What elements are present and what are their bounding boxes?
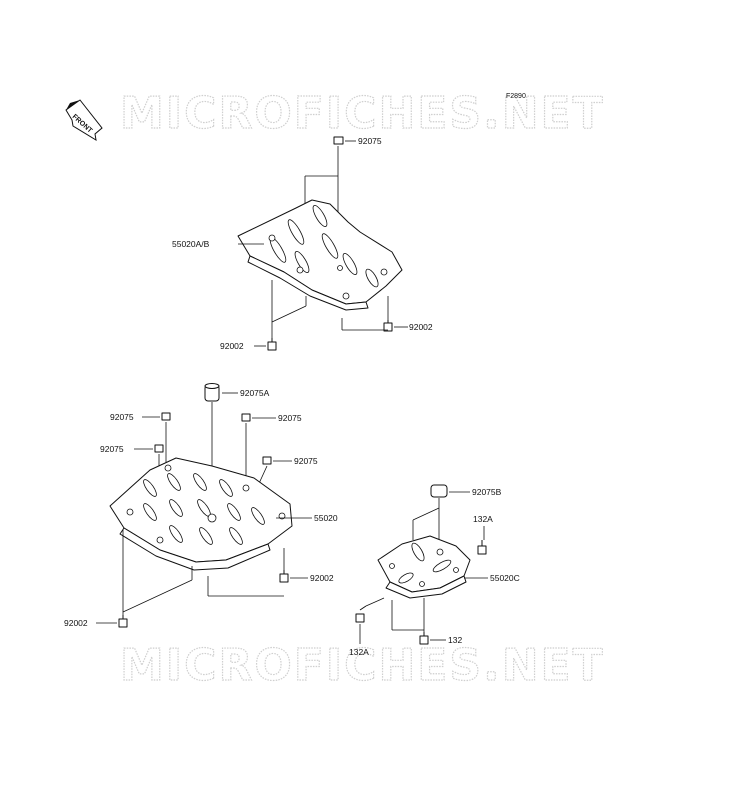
middle-skid-plate-assembly: 92075A 92075 92075 92075 92075 [64,383,338,628]
small-skid-plate-assembly: 92075B 132A 55020C [349,484,520,657]
label-mid-plate: 55020 [314,513,338,523]
mid-bolt-left-icon [118,615,128,628]
label-small-bolt-left: 132A [349,647,369,657]
mid-collar-icon [204,383,220,402]
mid-nut-b-icon [241,413,251,422]
upper-bolt-left-icon [267,338,277,351]
label-mid-bolt-right: 92002 [310,573,334,583]
small-bolt-bottom-icon [419,632,429,645]
mid-nut-d-icon [262,456,272,465]
label-small-plate: 55020C [490,573,520,583]
label-upper-bolt-left: 92002 [220,341,244,351]
label-upper-bolt-right: 92002 [409,322,433,332]
label-small-collar: 92075B [472,487,502,497]
mid-skid-plate [109,457,293,571]
label-upper-plate: 55020A/B [172,239,210,249]
label-upper-nut: 92075 [358,136,382,146]
watermark-top: MICROFICHES.NET [120,88,605,139]
small-skid-plate [377,535,471,599]
mid-nut-c-icon [154,444,164,453]
label-mid-nut-a: 92075 [110,412,134,422]
label-mid-collar: 92075A [240,388,270,398]
upper-skid-plate [237,199,403,311]
label-small-bolt-top: 132A [473,514,493,524]
label-mid-nut-b: 92075 [278,413,302,423]
small-bolt-top-icon [477,540,487,555]
watermark-bottom: MICROFICHES.NET [120,640,605,691]
small-bolt-left-icon [355,605,367,623]
small-collar-icon [430,484,448,498]
label-mid-nut-d: 92075 [294,456,318,466]
upper-nut-icon [333,136,344,145]
diagram-code: F2890 [506,93,526,100]
label-small-bolt-bottom: 132 [448,635,462,645]
mid-nut-a-icon [161,412,171,421]
front-arrow-icon: FRONT [65,99,103,141]
upper-bolt-right-icon [383,320,393,332]
upper-skid-plate-assembly: 92075 55020A/B 920 [172,136,433,351]
mid-bolt-right-icon [279,570,289,583]
label-mid-bolt-left: 92002 [64,618,88,628]
label-mid-nut-c: 92075 [100,444,124,454]
